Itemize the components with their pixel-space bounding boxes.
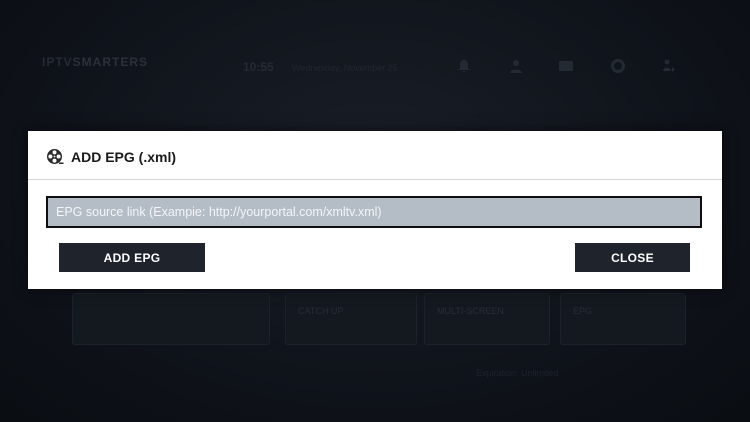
dialog-header: ADD EPG (.xml) <box>28 131 722 180</box>
add-epg-dialog: ADD EPG (.xml) ADD EPG CLOSE <box>28 131 722 289</box>
expiration-text: Expiration: Unlimited <box>476 368 559 378</box>
tile-epg[interactable]: EPG <box>560 293 686 345</box>
date: Wednesday, November 25 <box>292 63 398 73</box>
user-icon[interactable] <box>508 58 524 74</box>
switch-user-icon[interactable] <box>661 58 677 74</box>
clock: 10:55 <box>243 60 274 74</box>
app-logo: IPTVSMARTERS <box>42 55 149 69</box>
epg-source-input[interactable] <box>46 196 702 228</box>
tile-live-tv[interactable] <box>72 293 270 345</box>
tile-multi-screen[interactable]: MULTI-SCREEN <box>424 293 550 345</box>
tv-icon[interactable] <box>558 58 574 74</box>
tile-catch-up[interactable]: CATCH UP <box>285 293 417 345</box>
dialog-title: ADD EPG (.xml) <box>71 149 177 165</box>
bell-icon[interactable] <box>456 58 472 74</box>
gear-icon[interactable] <box>610 58 626 74</box>
close-button[interactable]: CLOSE <box>575 243 690 272</box>
add-epg-button[interactable]: ADD EPG <box>59 243 205 272</box>
film-reel-icon <box>47 149 64 164</box>
